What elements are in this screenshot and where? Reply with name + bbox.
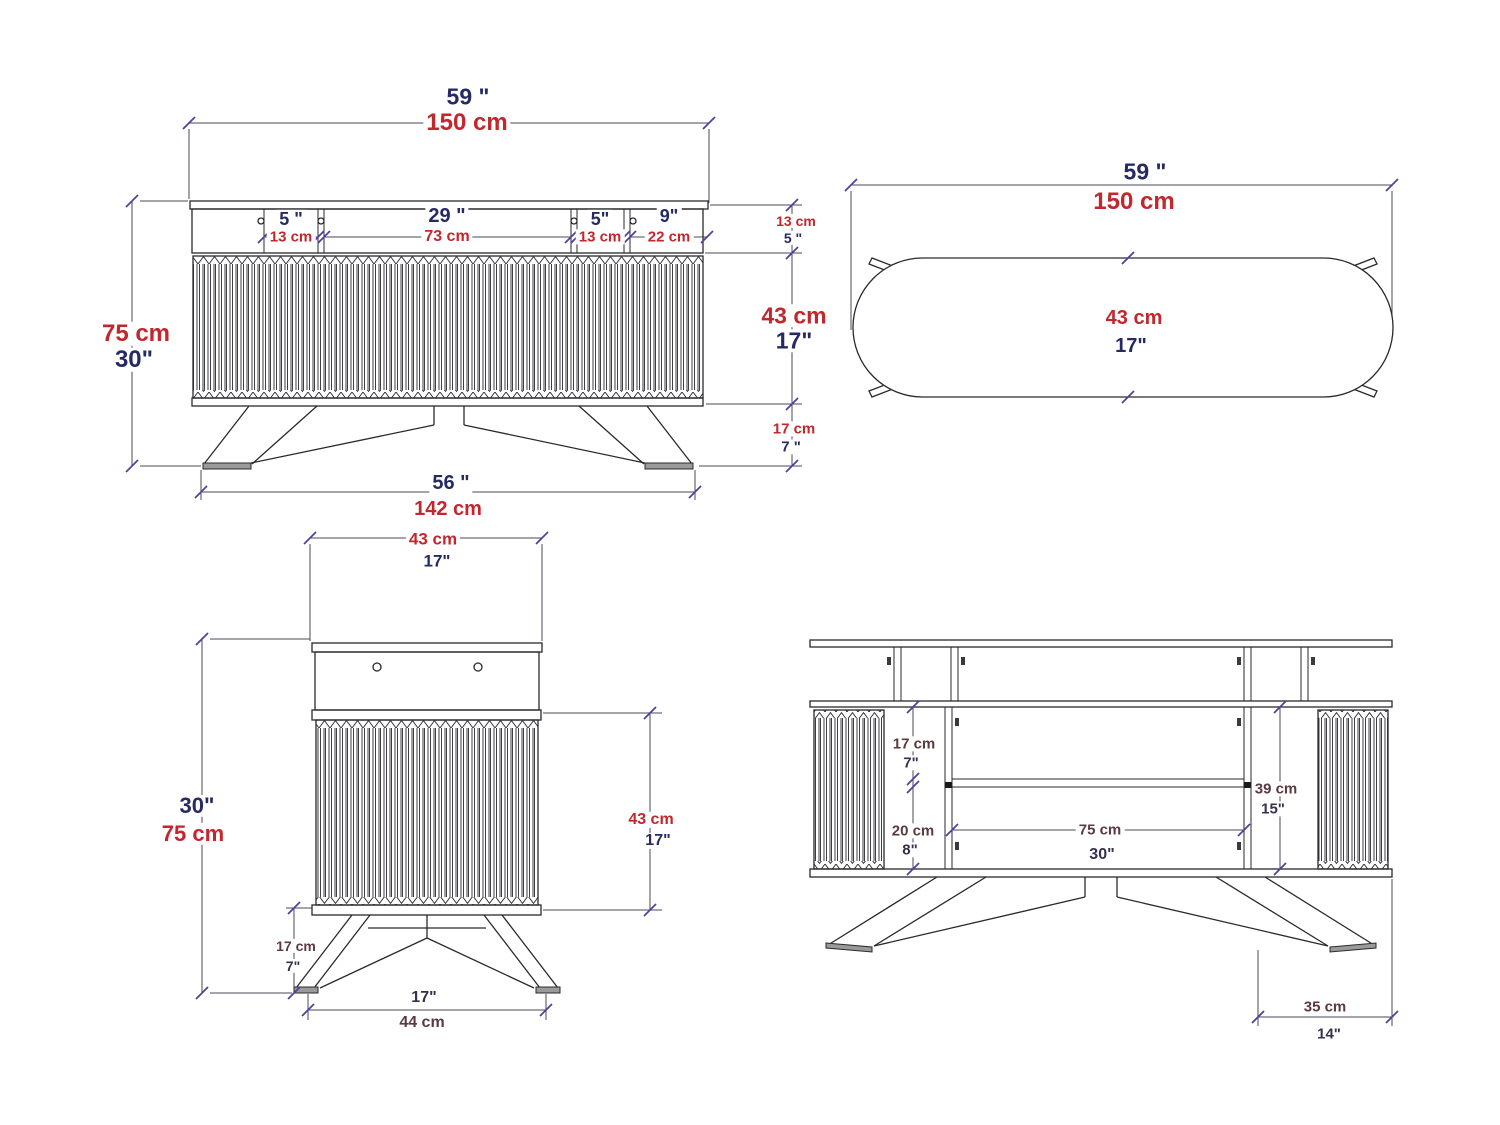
side-body-inches-label: 17" [642, 832, 674, 850]
front-body-cm-label: 43 cm [758, 303, 830, 328]
side-depth-cm-label: 43 cm [405, 530, 461, 548]
front-width-cm-label: 150 cm [423, 110, 511, 136]
side-base-cm-label: 44 cm [396, 1014, 448, 1032]
front-height-inches-label: 30" [111, 347, 157, 373]
top-width-cm-label: 150 cm [1090, 189, 1178, 215]
front-section3-inches-label: 5" [587, 209, 613, 228]
open-foot-inches-label: 14" [1314, 1026, 1344, 1042]
side-view-drawing [195, 531, 662, 1020]
side-base-inches-label: 17" [408, 989, 440, 1007]
top-depth-inches-label: 17" [1112, 335, 1150, 356]
front-section1-cm-label: 13 cm [266, 229, 316, 245]
open-gap2-cm-label: 20 cm [888, 823, 938, 839]
top-width-inches-label: 59 " [1120, 159, 1170, 184]
front-section1-inches-label: 5 " [276, 209, 306, 228]
front-section4-inches-label: 9" [656, 206, 682, 225]
open-gap2-inches-label: 8" [899, 842, 921, 858]
open-gap1-inches-label: 7" [900, 755, 922, 771]
side-leg-inches-label: 7" [282, 959, 304, 973]
front-leg-cm-label: 17 cm [769, 421, 819, 437]
open-foot-cm-label: 35 cm [1300, 999, 1350, 1015]
front-section2-inches-label: 29 " [425, 205, 469, 226]
open-side-inches-label: 15" [1258, 801, 1288, 817]
front-section4-cm-label: 22 cm [644, 229, 694, 245]
open-side-cm-label: 39 cm [1251, 781, 1301, 797]
front-rail-inches-label: 5 " [780, 231, 806, 245]
front-base-inches-label: 56 " [429, 472, 473, 493]
front-section3-cm-label: 13 cm [575, 229, 625, 245]
side-body-cm-label: 43 cm [625, 811, 677, 829]
side-height-inches-label: 30" [176, 794, 218, 818]
front-body-inches-label: 17" [772, 328, 816, 353]
open-inner-cm-label: 75 cm [1075, 822, 1125, 838]
front-base-cm-label: 142 cm [411, 498, 485, 519]
open-gap1-cm-label: 17 cm [889, 736, 939, 752]
front-width-inches-label: 59 " [443, 84, 493, 109]
side-depth-inches-label: 17" [420, 552, 454, 570]
front-leg-inches-label: 7 " [778, 439, 804, 455]
front-view-drawing [125, 116, 802, 500]
front-height-cm-label: 75 cm [98, 321, 174, 347]
side-height-cm-label: 75 cm [158, 822, 228, 846]
side-leg-cm-label: 17 cm [273, 939, 319, 953]
top-depth-cm-label: 43 cm [1102, 307, 1166, 328]
front-section2-cm-label: 73 cm [421, 228, 473, 246]
front-rail-cm-label: 13 cm [773, 214, 819, 228]
open-inner-inches-label: 30" [1086, 846, 1118, 864]
